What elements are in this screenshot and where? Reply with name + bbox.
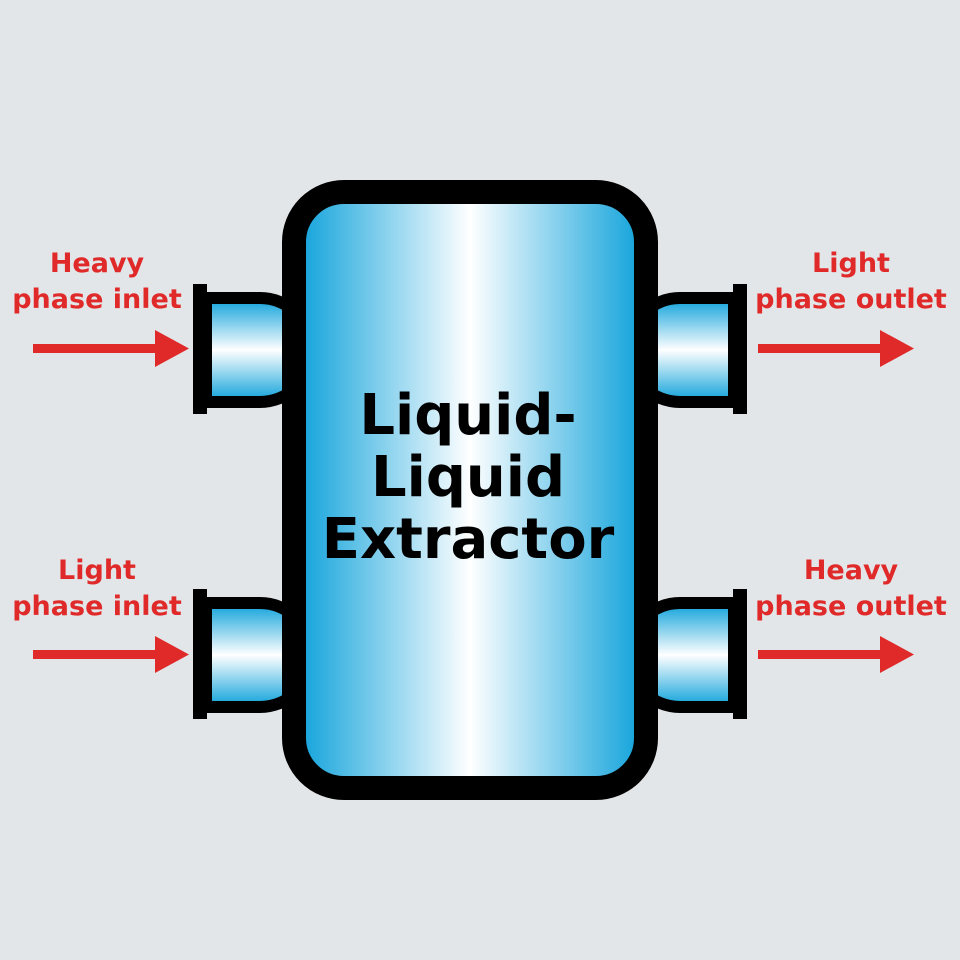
arrow-heavy-inlet — [33, 330, 189, 367]
vessel-title-line-1: Liquid- — [359, 383, 577, 448]
label-light-outlet-line-2: phase outlet — [755, 284, 947, 315]
arrow-light-outlet — [758, 330, 914, 367]
label-light-inlet-line-2: phase inlet — [12, 591, 182, 622]
label-heavy-outlet: Heavy phase outlet — [748, 553, 954, 625]
label-heavy-inlet: Heavy phase inlet — [4, 246, 190, 318]
label-heavy-inlet-line-2: phase inlet — [12, 284, 182, 315]
arrow-light-inlet — [33, 636, 189, 673]
extractor-vessel — [282, 180, 658, 800]
label-heavy-outlet-line-1: Heavy — [803, 555, 899, 586]
label-light-inlet: Light phase inlet — [4, 553, 190, 625]
vessel-title-line-2: Liquid — [370, 445, 566, 510]
label-light-outlet-line-1: Light — [812, 248, 890, 279]
arrow-heavy-outlet — [758, 636, 914, 673]
label-light-inlet-line-1: Light — [58, 555, 136, 586]
label-heavy-outlet-line-2: phase outlet — [755, 591, 947, 622]
vessel-title-line-3: Extractor — [321, 507, 615, 572]
label-heavy-inlet-line-1: Heavy — [49, 248, 145, 279]
vessel-title: Liquid- Liquid Extractor — [300, 385, 636, 571]
label-light-outlet: Light phase outlet — [748, 246, 954, 318]
